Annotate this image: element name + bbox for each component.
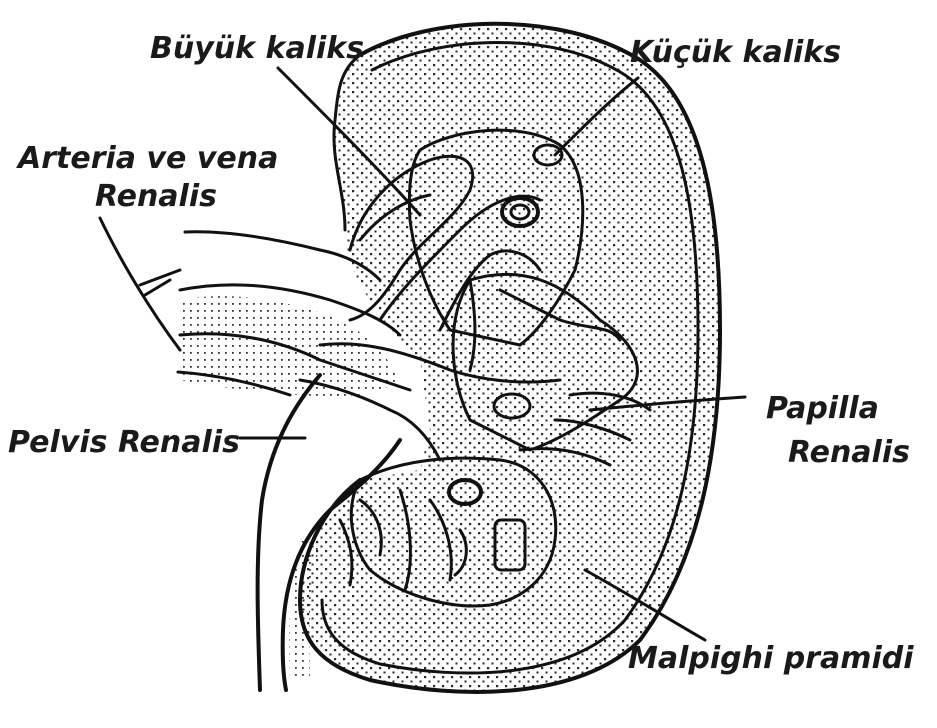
label-kucuk-kaliks: Küçük kaliks xyxy=(630,35,841,70)
label-arteria-line2: Renalis xyxy=(95,179,217,214)
label-buyuk-kaliks: Büyük kaliks xyxy=(150,31,364,66)
label-malpighi-pramidi: Malpighi pramidi xyxy=(628,641,914,676)
label-papilla-line2: Renalis xyxy=(788,435,910,470)
label-arteria-line1: Arteria ve vena xyxy=(16,141,278,176)
label-papilla-line1: Papilla xyxy=(766,391,879,426)
label-pelvis-renalis: Pelvis Renalis xyxy=(8,425,240,460)
